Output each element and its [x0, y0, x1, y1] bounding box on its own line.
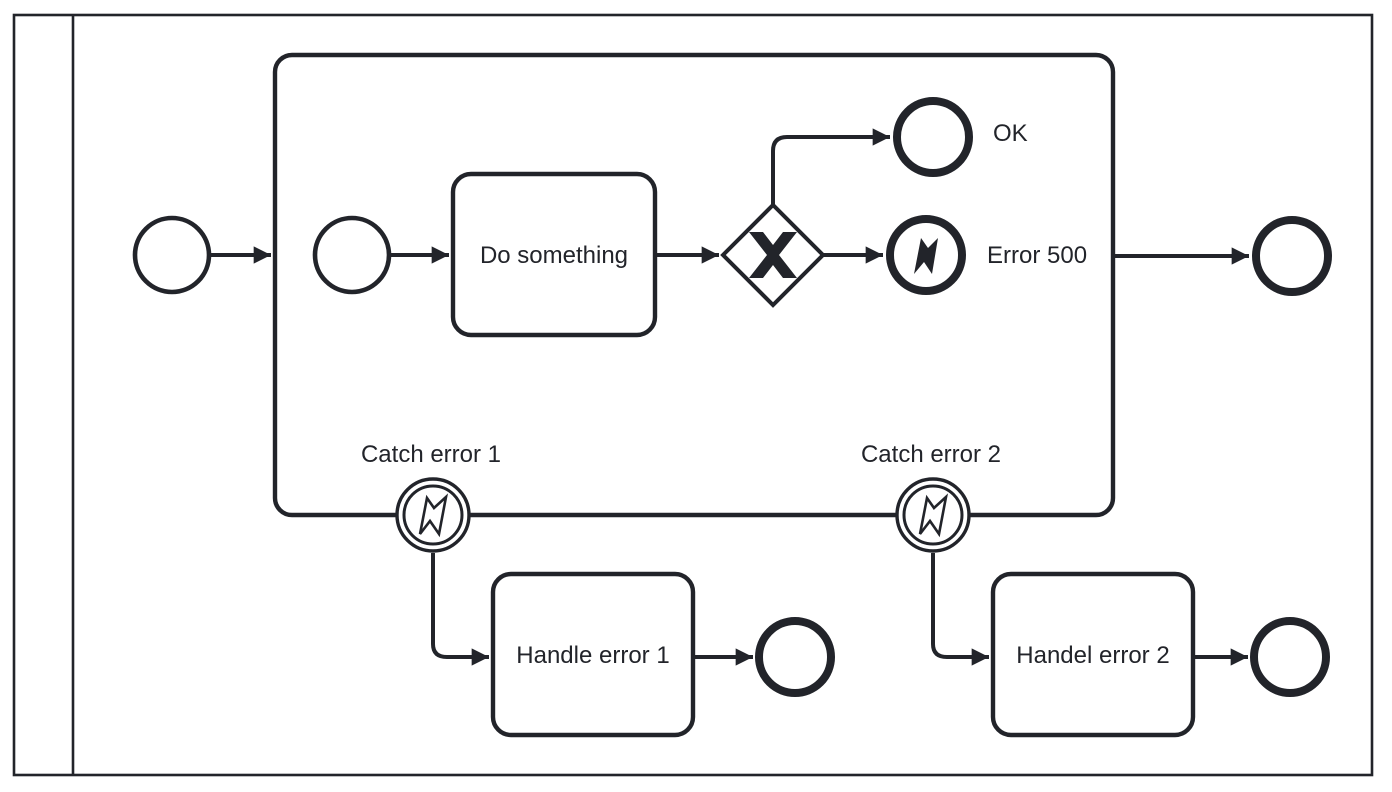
error-catch-icon [418, 493, 449, 538]
end-event-ok-label: OK [993, 120, 1028, 147]
task-handle-error-1-label: Handle error 1 [516, 642, 669, 669]
boundary-error-event-2[interactable] [895, 477, 971, 553]
error-catch-icon [918, 493, 949, 538]
start-event-outer[interactable] [132, 215, 212, 295]
end-event-error-500-label: Error 500 [987, 242, 1087, 269]
boundary-error-event-2-label: Catch error 2 [861, 441, 1001, 468]
task-do-something[interactable] [450, 171, 658, 338]
boundary-error-event-1[interactable] [395, 477, 471, 553]
flow-catch2-to-handle2[interactable] [931, 553, 989, 666]
end-event-ok[interactable] [893, 97, 973, 177]
task-handle-error-2-label: Handel error 2 [1016, 642, 1169, 669]
task-handle-error-1[interactable] [490, 571, 696, 738]
flow-gateway-to-ok[interactable] [771, 128, 890, 206]
error-icon [914, 238, 938, 274]
task-handle-error-2[interactable] [990, 571, 1196, 738]
flow-catch1-to-handle1[interactable] [431, 553, 489, 666]
boundary-error-event-1-label: Catch error 1 [361, 441, 501, 468]
end-event-handle-1[interactable] [755, 617, 835, 697]
subprocess[interactable] [272, 52, 1116, 518]
task-do-something-label: Do something [480, 242, 628, 269]
exclusive-gateway-x-icon [749, 232, 797, 278]
end-event-handle-2[interactable] [1250, 617, 1330, 697]
end-event-outer[interactable] [1252, 216, 1332, 296]
start-event-subprocess[interactable] [312, 215, 392, 295]
end-event-error-500[interactable] [886, 215, 966, 295]
